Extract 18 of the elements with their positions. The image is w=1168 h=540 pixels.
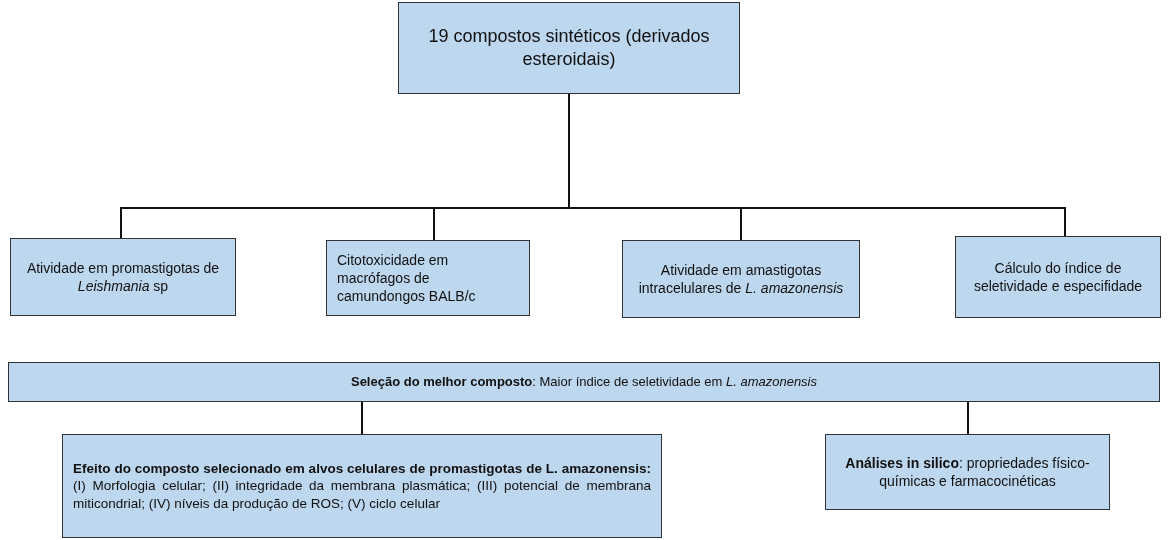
- process-box: [398, 2, 740, 94]
- process-box: [326, 240, 530, 316]
- process-box: [955, 236, 1161, 318]
- connector-line: [967, 401, 969, 435]
- process-box: [8, 362, 1160, 402]
- box-text: Efeito do composto selecionado em alvos celulares de promastigotas de L. amazonensis: (I) Morfologia celular; (II) integridade da membrana plasmática; (III) potencial de membrana miticondrial; (IV) níveis da produção de ROS; (V) ciclo celular: [73, 459, 651, 513]
- process-box: [62, 434, 662, 538]
- connector-line: [361, 401, 363, 435]
- box-text: Seleção do melhor composto: Maior índice de seletividade em L. amazonensis: [350, 373, 817, 391]
- box-text: Citotoxicidade em macrófagos de camundongos BALB/c: [337, 250, 477, 306]
- process-box: [825, 434, 1110, 510]
- box-text: Atividade em amastigotas intracelulares de L. amazonensis: [637, 260, 845, 298]
- box-text: Análises in silico: propriedades físico-químicas e farmacocinéticas: [844, 453, 1091, 491]
- process-box: [10, 238, 236, 316]
- box-text: Atividade em promastigotas de Leishmania sp: [25, 258, 221, 296]
- box-text: Cálculo do índice de seletividade e especifidade: [972, 258, 1144, 296]
- process-box: [622, 240, 860, 318]
- box-text: 19 compostos sintéticos (derivados esteroidais): [427, 24, 711, 71]
